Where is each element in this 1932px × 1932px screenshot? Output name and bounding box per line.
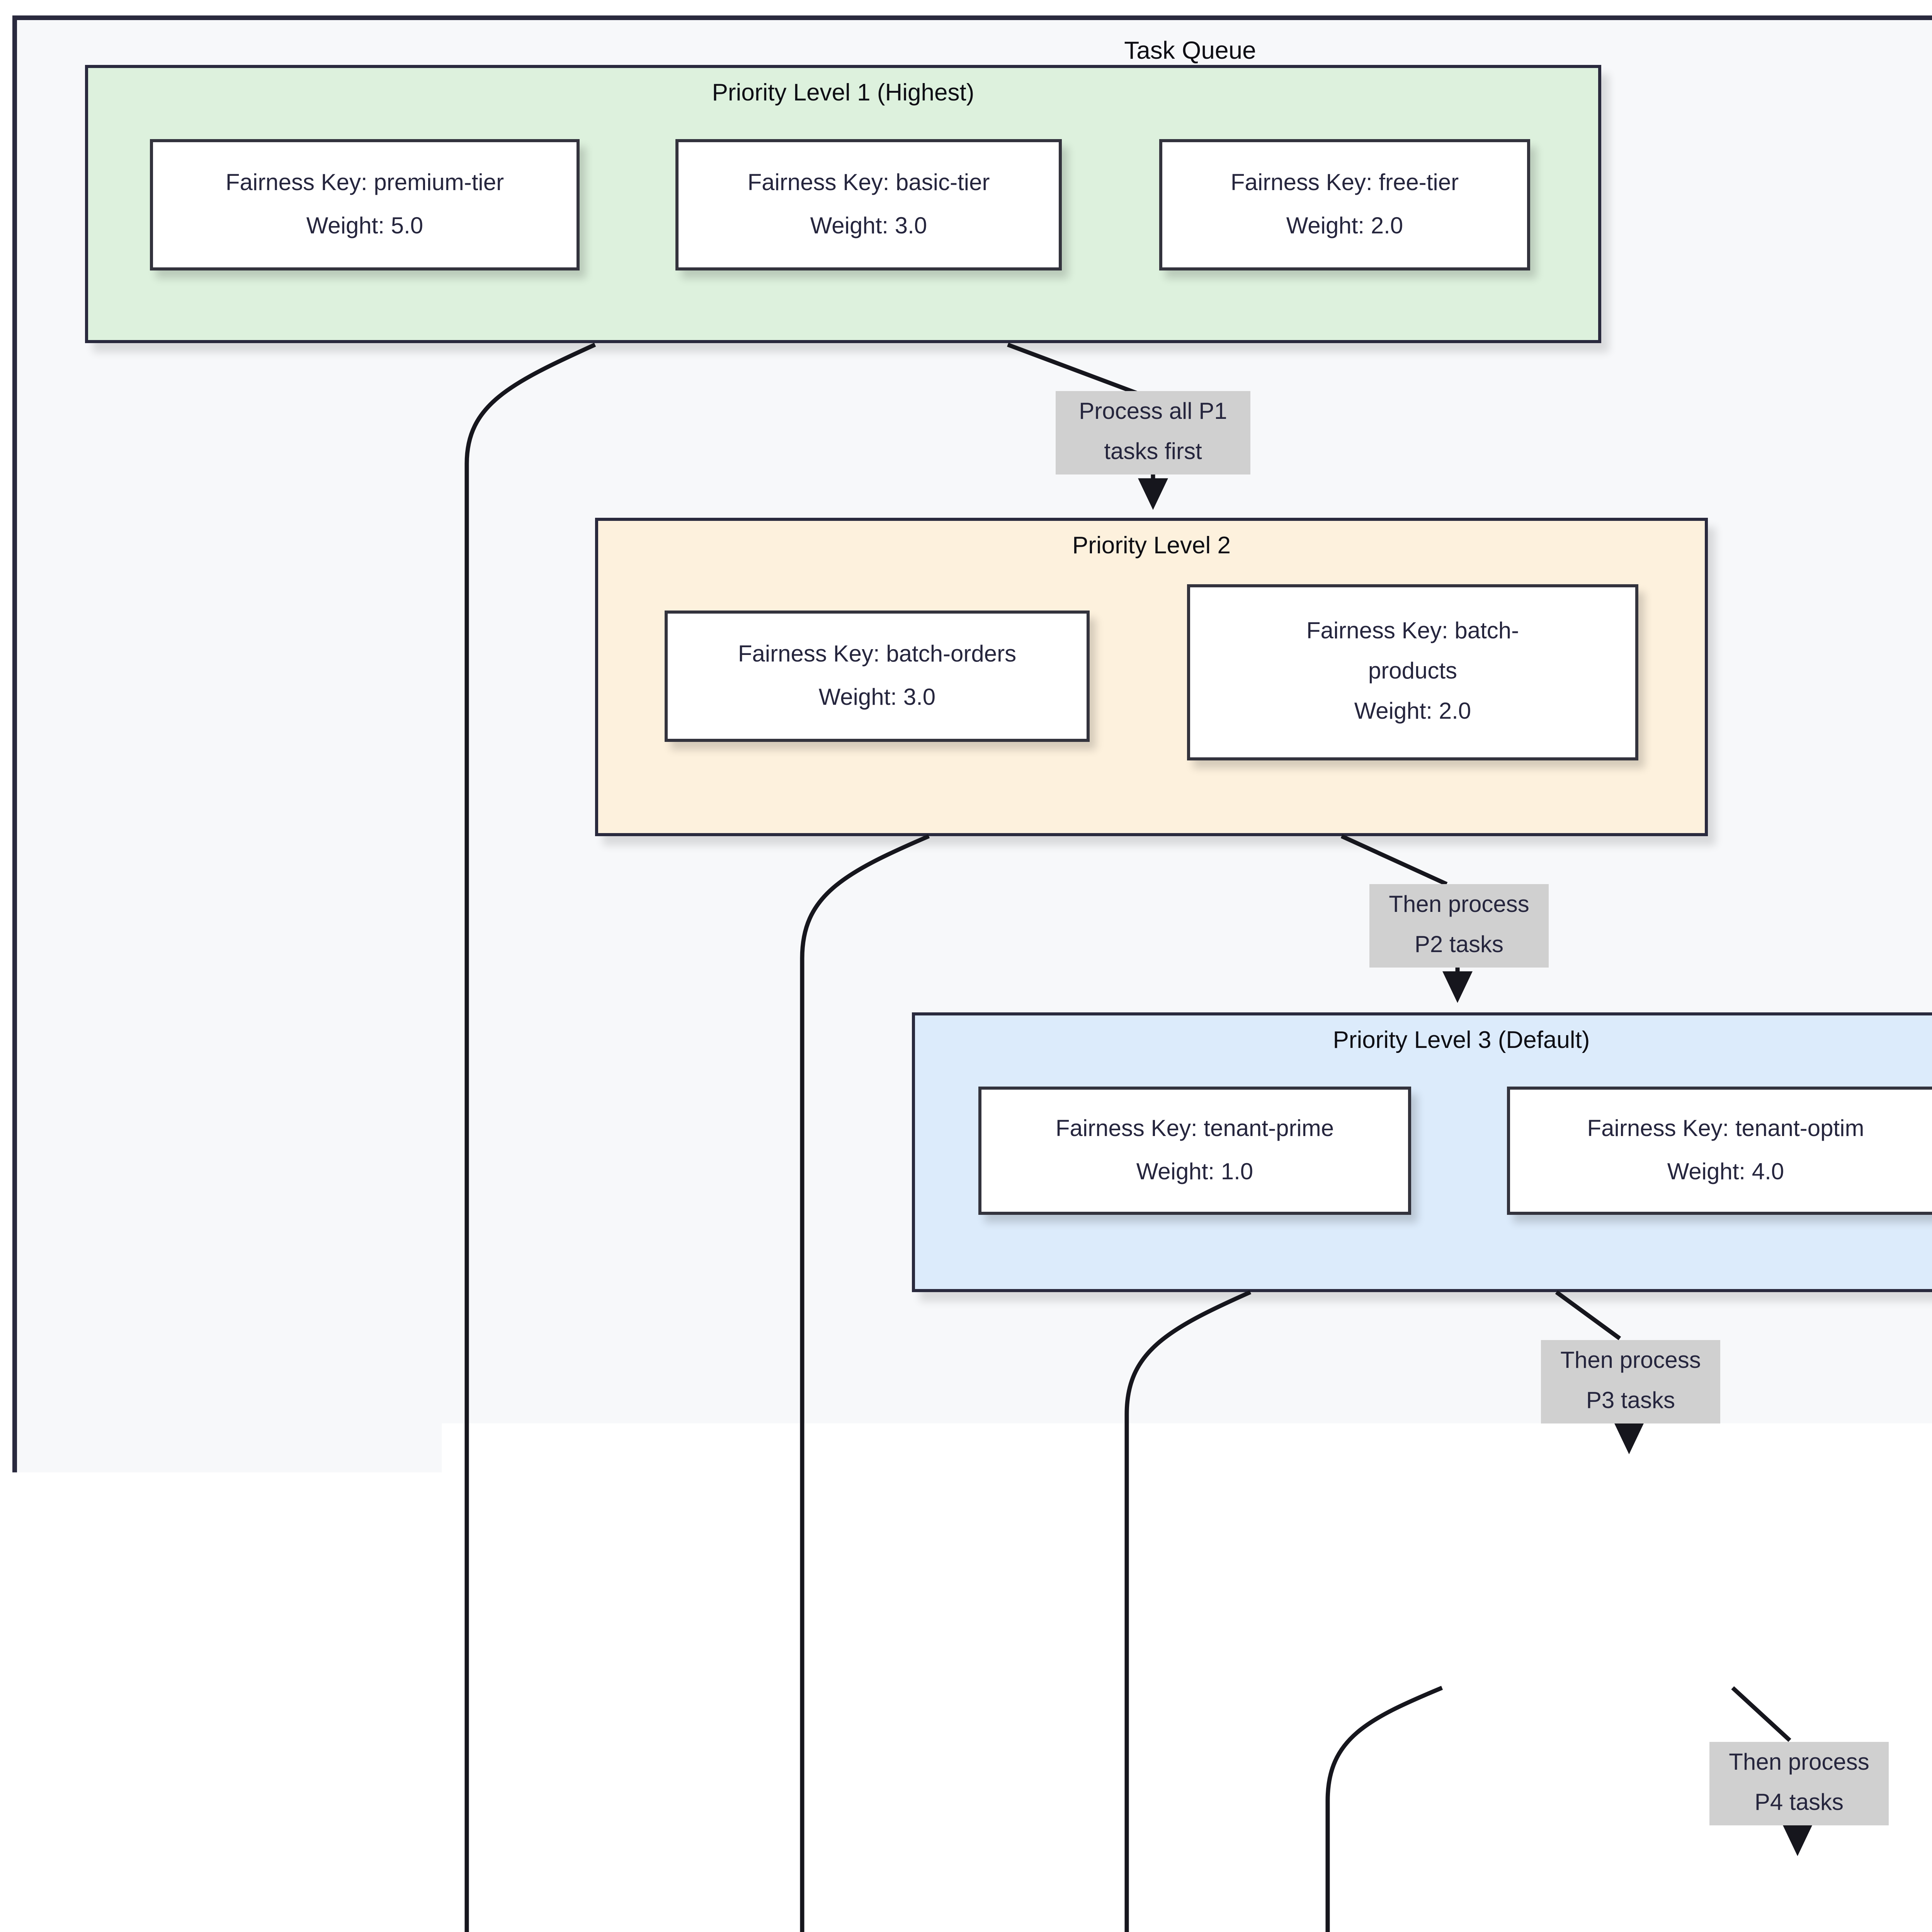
edge-label-process-p4: Then process P4 tasks	[1709, 1742, 1889, 1825]
priority-level-5-group: Priority Level 5 (Lowest)	[1530, 1862, 1932, 1932]
node-fairness-batch-orders: Fairness Key: batch-orders Weight: 3.0	[665, 611, 1090, 742]
task-queue-title: Task Queue	[17, 39, 1932, 66]
edge-label-process-p1: Process all P1 tasks first	[1056, 391, 1250, 474]
node-fairness-tenant-prime: Fairness Key: tenant-prime Weight: 1.0	[978, 1087, 1411, 1215]
priority-level-4-title: Priority Level 4	[1363, 1476, 1907, 1504]
node-fairness-tenant-optim: Fairness Key: tenant-optim Weight: 4.0	[1507, 1087, 1932, 1215]
priority-level-2-title: Priority Level 2	[598, 533, 1705, 561]
edge-label-process-p2: Then process P2 tasks	[1369, 884, 1549, 968]
priority-level-1-title: Priority Level 1 (Highest)	[88, 80, 1598, 108]
node-p4-fifo-tasks: Tasks with FIFO ordering	[1430, 1535, 1835, 1620]
priority-level-5-title: Priority Level 5 (Lowest)	[1533, 1878, 1932, 1906]
node-fairness-batch-products: Fairness Key: batch- products Weight: 2.…	[1187, 584, 1638, 760]
priority-level-3-title: Priority Level 3 (Default)	[915, 1028, 1932, 1056]
node-fairness-basic-tier: Fairness Key: basic-tier Weight: 3.0	[675, 139, 1062, 270]
edge-label-process-p3: Then process P3 tasks	[1541, 1340, 1720, 1423]
node-fairness-free-tier: Fairness Key: free-tier Weight: 2.0	[1159, 139, 1530, 270]
node-fairness-premium-tier: Fairness Key: premium-tier Weight: 5.0	[150, 139, 580, 270]
